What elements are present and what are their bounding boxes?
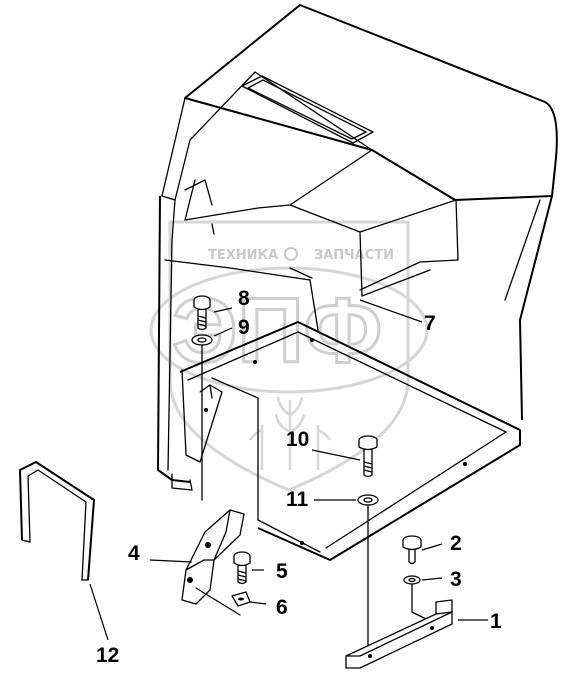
callout-3: 3 — [450, 568, 462, 591]
callout-8: 8 — [238, 287, 250, 310]
wheat-icon — [249, 396, 331, 470]
callout-4: 4 — [128, 542, 140, 565]
part-4-bracket — [181, 509, 245, 616]
part-12-handle — [19, 461, 95, 581]
callouts: 1 2 3 4 5 6 7 8 9 10 11 12 — [96, 287, 502, 667]
leader-lines — [89, 299, 488, 641]
part-5-bolt — [233, 551, 251, 585]
part-9-washer — [191, 334, 213, 501]
part-6-washer — [231, 591, 251, 607]
part-10-bolt — [358, 435, 378, 478]
callout-7: 7 — [424, 312, 436, 335]
gear-icon — [284, 247, 298, 261]
callout-11: 11 — [286, 488, 309, 511]
part-3-washer — [403, 575, 433, 623]
watermark-shield — [168, 220, 410, 492]
part-2-bolt — [402, 535, 422, 565]
callout-10: 10 — [286, 428, 309, 451]
cab-body — [157, 4, 558, 561]
part-8-bolt — [193, 295, 211, 331]
watermark-left-text: ТЕХНИКА — [208, 248, 278, 263]
callout-9: 9 — [238, 316, 250, 339]
part-11-washer — [357, 494, 379, 651]
watermark-ring — [149, 266, 429, 394]
upper-left-bracket — [181, 369, 223, 463]
part-1-bracket — [345, 599, 453, 669]
callout-6: 6 — [276, 596, 288, 619]
callout-12: 12 — [96, 644, 119, 667]
callout-1: 1 — [490, 610, 502, 633]
callout-5: 5 — [276, 560, 288, 583]
callout-2: 2 — [450, 532, 462, 555]
watermark-right-text: ЗАПЧАСТИ — [314, 248, 394, 263]
